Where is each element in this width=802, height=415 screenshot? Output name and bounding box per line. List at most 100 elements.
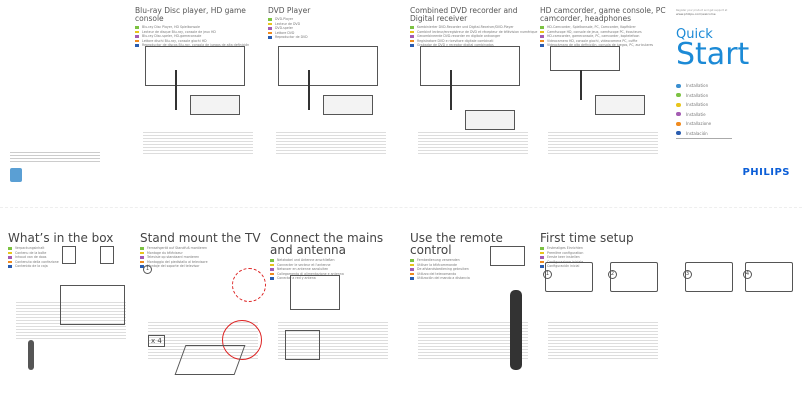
- cable: [308, 70, 310, 110]
- language-label: Reproductor de DVD: [275, 35, 308, 39]
- language-item: Conectar a red y antena: [270, 276, 398, 281]
- zoom-detail-circle: [232, 268, 266, 302]
- panel-title: Combined DVD recorder and Digital receiv…: [410, 6, 518, 23]
- language-item: Reproductor de DVD: [268, 35, 394, 40]
- installation-label: Installation: [686, 102, 709, 108]
- language-flag-icon: [676, 83, 681, 88]
- language-label: Fernbedienung verwenden: [417, 258, 460, 262]
- panel-title: Stand mount the TV: [140, 231, 261, 245]
- philips-logo: PHILIPS: [742, 167, 790, 178]
- language-flag-icon: [135, 30, 139, 33]
- language-flag-icon: [540, 256, 544, 259]
- language-item: Montaggio del piedistallo al televisore: [140, 260, 268, 265]
- language-item: Montage du téléviseur: [140, 251, 268, 256]
- step-badge: 1: [543, 270, 552, 279]
- language-flag-icon: [140, 256, 144, 259]
- user-manual: [100, 246, 114, 264]
- language-flag-icon: [410, 39, 414, 42]
- language-label: Inhoud van de doos: [15, 255, 47, 259]
- language-label: Conectar a red y antena: [277, 276, 316, 280]
- installation-label: Instalación: [686, 130, 708, 136]
- language-flag-icon: [8, 265, 12, 268]
- instruction-text: [548, 130, 658, 155]
- language-label: Configuración inicial: [547, 264, 580, 268]
- tv-screen-diagram: [610, 262, 658, 292]
- language-item: Lecteur de DVD: [268, 22, 394, 27]
- fold-line: [0, 207, 802, 208]
- installation-label: Installation: [686, 83, 709, 89]
- language-label: Montaje del soporte del televisor: [147, 264, 200, 268]
- language-label: Grabador de DVD y receptor digital combi…: [417, 43, 494, 47]
- language-label: Blu-ray Disc-speler, HD-gameconsole: [142, 34, 202, 38]
- language-label: Collegamento di alimentazione e antenna: [277, 271, 344, 276]
- language-item: Configurazione iniziale: [540, 260, 790, 265]
- panel-title: DVD Player: [268, 6, 311, 15]
- installation-item[interactable]: Installation: [676, 91, 732, 101]
- language-label: Gecombineerde DVD-recorder en digitale o…: [417, 34, 501, 38]
- language-flag-icon: [140, 251, 144, 254]
- language-flag-icon: [676, 93, 681, 98]
- remote-control-icon: [510, 290, 522, 370]
- installation-label: Installatie: [686, 111, 706, 117]
- installation-item[interactable]: Installation: [676, 100, 732, 110]
- language-flag-icon: [135, 44, 139, 47]
- language-flag-icon: [270, 277, 274, 280]
- language-flag-icon: [676, 121, 681, 126]
- cover: Register your product and get support at…: [676, 0, 802, 207]
- language-flag-icon: [540, 26, 544, 29]
- screws-count: x 4: [148, 335, 165, 347]
- language-item: Contenuto della confezione: [8, 260, 136, 265]
- installation-item[interactable]: Installazione: [676, 119, 732, 129]
- top-panel: Combined DVD recorder and Digital receiv…: [410, 6, 537, 48]
- panel-title: HD camcorder, game console, PC camcorder…: [540, 6, 666, 23]
- instruction-text: [143, 130, 253, 155]
- installation-item[interactable]: Instalación: [676, 129, 732, 139]
- language-item: Montaje del soporte del televisor: [140, 264, 268, 269]
- language-list: Kombinierter DVD-Recorder und Digital-Re…: [410, 25, 537, 48]
- language-item: Kombinierter DVD-Recorder und Digital-Re…: [410, 25, 536, 30]
- language-label: Lecteur de disque Blu-ray, console de je…: [142, 29, 216, 34]
- language-item: Videocamera HD, console giochi, videocam…: [540, 39, 670, 44]
- language-flag-icon: [270, 263, 274, 266]
- support-url[interactable]: www.philips.com/welcome: [676, 12, 716, 16]
- language-label: Registratore DVD e ricevitore digitale c…: [417, 38, 494, 43]
- language-item: De afstandsbediening gebruiken: [410, 267, 538, 272]
- step-badge: 4: [743, 270, 752, 279]
- language-label: Connecter le secteur et l'antenne: [277, 262, 331, 267]
- language-label: Verpackungsinhalt: [15, 246, 45, 250]
- language-item: Netsnoer en antenne aansluiten: [270, 267, 398, 272]
- installation-item[interactable]: Installation: [676, 81, 732, 91]
- language-item: DVD-Player: [268, 17, 394, 22]
- language-label: Fernsehgerät auf Standfuß montieren: [147, 246, 207, 250]
- language-flag-icon: [410, 268, 414, 271]
- language-label: Netzkabel und Antenne anschließen: [277, 258, 335, 262]
- language-item: Eerste keer instellen: [540, 255, 790, 260]
- step-badge: 2: [608, 270, 617, 279]
- language-flag-icon: [270, 272, 274, 275]
- language-flag-icon: [270, 259, 274, 262]
- language-item: Erstmaliges Einrichten: [540, 246, 790, 251]
- tv-screen-diagram: [685, 262, 733, 292]
- language-flag-icon: [410, 44, 414, 47]
- installation-item[interactable]: Installatie: [676, 110, 732, 120]
- language-label: De afstandsbediening gebruiken: [417, 267, 469, 271]
- language-flag-icon: [676, 102, 681, 107]
- top-panel: HD camcorder, game console, PC camcorder…: [540, 7, 670, 48]
- language-list: HD-Camcorder, Spielkonsole, PC, Camcorde…: [540, 25, 670, 48]
- language-label: Utilizzo del telecomando: [417, 271, 457, 276]
- language-item: Première configuration: [540, 251, 790, 256]
- language-item: Connecter le secteur et l'antenne: [270, 263, 398, 268]
- language-item: Registratore DVD e ricevitore digitale c…: [410, 39, 536, 44]
- panel-title: Use the remote control: [410, 231, 503, 257]
- language-flag-icon: [140, 247, 144, 250]
- start-heading: Start: [676, 37, 750, 72]
- language-label: Lecteur de DVD: [275, 21, 301, 26]
